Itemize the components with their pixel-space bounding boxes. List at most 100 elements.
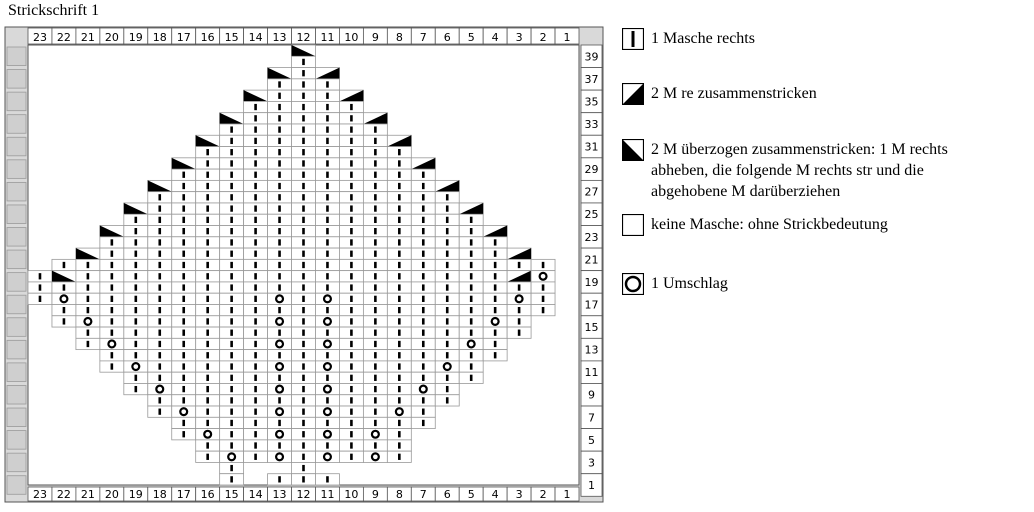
knit-stitch [158, 306, 162, 314]
knit-stitch [350, 126, 353, 133]
yarn-over-stitch [107, 339, 117, 349]
knit-stitch [374, 137, 377, 145]
knit-stitch [469, 352, 473, 359]
knit-stitch [254, 408, 257, 415]
gutter-box [6, 136, 27, 157]
knit-stitch [278, 250, 281, 257]
knit-stitch [110, 273, 114, 280]
knit-stitch [182, 431, 186, 438]
knit-stitch [421, 194, 425, 201]
row-number: 39 [585, 50, 599, 63]
legend-label-yarn-over: 1 Umschlag [651, 275, 728, 292]
knit-stitch [278, 306, 281, 314]
column-number-top: 21 [81, 31, 95, 44]
knit-stitch [326, 250, 329, 257]
knit-stitch [421, 352, 425, 359]
knit-stitch-icon [622, 28, 644, 50]
knit-stitch [254, 126, 257, 133]
yarn-over-stitch [322, 316, 332, 326]
knit-stitch [398, 363, 401, 370]
knit-stitch [374, 149, 377, 156]
knit-stitch [230, 171, 233, 178]
knit-stitch [158, 284, 162, 291]
column-number-top: 8 [396, 31, 403, 44]
knit-stitch [110, 261, 114, 269]
row-number: 19 [585, 276, 599, 289]
knit-stitch [350, 453, 353, 460]
ssk-stitch [267, 67, 292, 79]
knit-stitch [350, 397, 353, 404]
knit-stitch [374, 306, 377, 314]
ssk-stitch [147, 180, 172, 192]
knit-stitch [230, 374, 233, 381]
knit-stitch [469, 273, 473, 280]
knit-stitch [278, 81, 281, 88]
yarn-over-stitch [442, 361, 452, 372]
column-number-top: 9 [372, 31, 379, 44]
knit-stitch [374, 318, 377, 325]
row-number: 3 [588, 456, 595, 469]
knit-stitch [254, 363, 257, 370]
knit-stitch [230, 205, 233, 212]
knit-stitch [374, 352, 377, 359]
knit-stitch [398, 318, 401, 325]
column-number-bottom: 7 [420, 488, 427, 501]
ssk-stitch [195, 135, 220, 147]
knit-stitch [254, 103, 257, 111]
column-number-bottom: 4 [492, 488, 499, 501]
knit-stitch [158, 273, 162, 280]
knit-stitch [134, 340, 138, 348]
knit-stitch [230, 385, 233, 393]
knit-stitch [278, 352, 281, 359]
row-number: 33 [585, 118, 599, 131]
knit-stitch [230, 476, 233, 483]
knit-stitch [374, 160, 377, 167]
knit-stitch [302, 363, 305, 370]
knit-stitch [445, 306, 449, 314]
knit-stitch [398, 194, 401, 201]
knit-stitch [398, 295, 401, 302]
k2tog-stitch [507, 270, 532, 282]
knit-stitch [350, 442, 353, 449]
knit-stitch [158, 194, 162, 201]
knit-stitch [206, 295, 209, 302]
knit-stitch [374, 374, 377, 381]
k2tog-stitch [459, 202, 484, 215]
column-number-top: 20 [105, 31, 119, 44]
knit-stitch [182, 397, 186, 404]
knit-stitch [350, 216, 353, 224]
knit-stitch [302, 137, 305, 145]
knit-stitch [517, 318, 521, 325]
column-number-bottom: 10 [344, 488, 358, 501]
yarn-over-stitch [514, 294, 524, 304]
row-number: 25 [585, 208, 599, 221]
knit-stitch [254, 306, 257, 314]
knit-stitch [206, 284, 209, 291]
knit-stitch [302, 92, 305, 99]
knit-stitch [421, 329, 425, 336]
knit-stitch [421, 182, 425, 190]
knit-stitch [350, 261, 353, 269]
knit-stitch [206, 318, 209, 325]
knit-stitch [254, 385, 257, 393]
knit-stitch [38, 273, 42, 280]
knit-stitch [541, 295, 545, 302]
knit-stitch [421, 363, 425, 370]
knit-stitch [110, 363, 114, 370]
knit-stitch [302, 397, 305, 404]
gutter-box [6, 46, 27, 66]
knit-stitch [302, 250, 305, 257]
knit-stitch [302, 464, 305, 472]
knit-stitch [254, 182, 257, 190]
knit-stitch [541, 284, 545, 291]
knit-stitch [445, 205, 449, 212]
column-number-top: 18 [153, 31, 167, 44]
knit-stitch [374, 194, 377, 201]
knit-stitch [302, 476, 305, 483]
knit-stitch [302, 385, 305, 393]
knit-stitch [421, 261, 425, 269]
knit-stitch [182, 216, 186, 224]
knit-stitch [254, 453, 257, 460]
column-number-top: 13 [273, 31, 287, 44]
